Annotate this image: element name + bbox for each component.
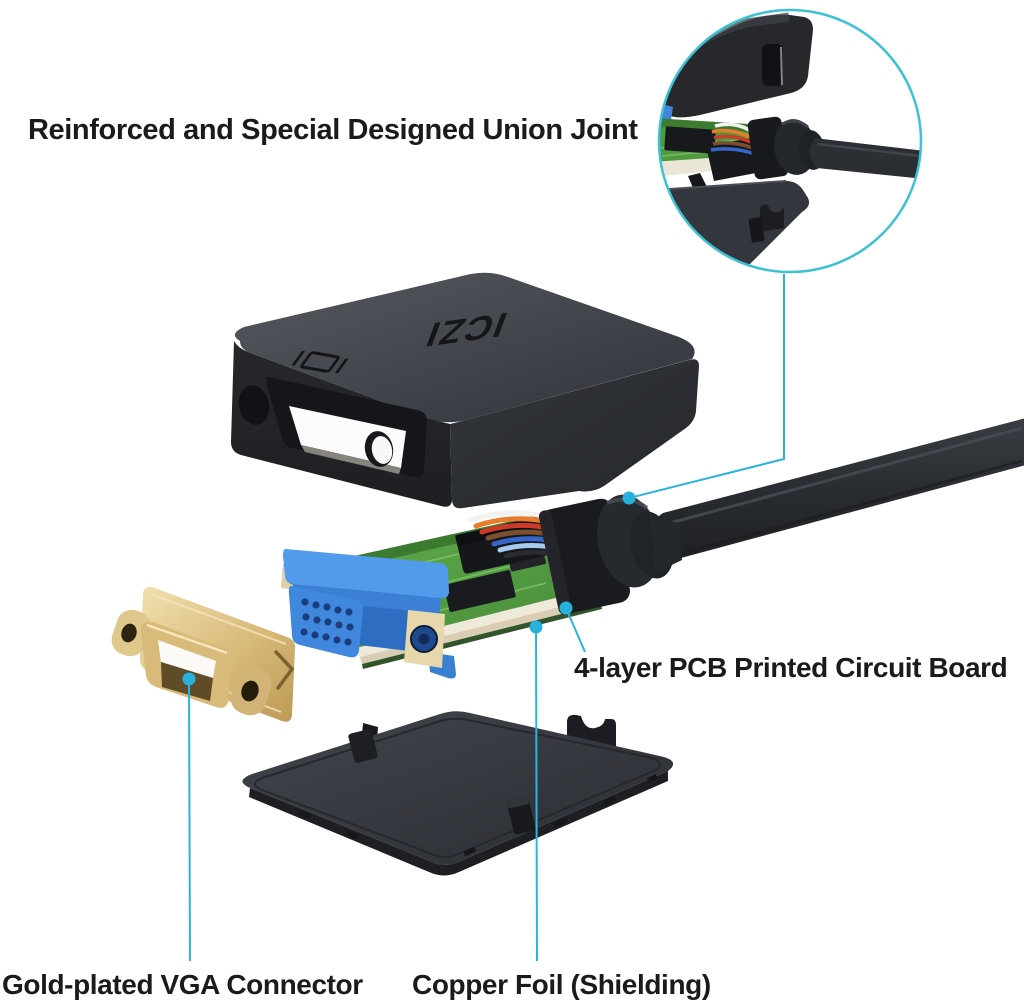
callout-dot-union-joint	[622, 491, 636, 505]
case-screw-hole-left	[238, 385, 270, 425]
cable	[650, 418, 1024, 562]
callout-dot-gold-connector	[182, 672, 196, 686]
inset-cable	[809, 138, 921, 180]
adapter-top-case: ICZI	[231, 272, 699, 509]
pcb-ic-chip	[443, 570, 516, 612]
inset-ring	[657, 8, 923, 274]
vga-port-icon	[291, 350, 349, 374]
callout-line-pcb	[565, 607, 586, 653]
union-joint-inset-magnifier	[657, 8, 923, 274]
label-union-joint: Reinforced and Special Designed Union Jo…	[28, 114, 638, 146]
callout-dot-pcb	[559, 601, 573, 615]
port-pin-holes	[300, 598, 354, 646]
cover-thickness	[249, 771, 668, 876]
callout-lines	[188, 274, 785, 962]
callout-line-gold-connector	[188, 678, 191, 962]
callout-dots	[182, 491, 636, 686]
inset-cable-notch	[762, 44, 783, 86]
inset-chip	[664, 126, 716, 154]
label-pcb: 4-layer PCB Printed Circuit Board	[574, 652, 1008, 683]
vga-female-port	[281, 548, 456, 679]
gold-opening-light	[158, 640, 216, 678]
callout-line-copper-foil	[535, 626, 538, 962]
union-joint	[538, 494, 682, 615]
label-copper-foil: Copper Foil (Shielding)	[412, 969, 711, 1000]
case-top-face	[234, 272, 695, 423]
bottom-cover	[242, 711, 674, 876]
inset-content	[659, 12, 921, 272]
case-right-face	[450, 359, 699, 509]
label-gold-connector: Gold-plated VGA Connector	[2, 969, 363, 1000]
cover-edge-notches	[298, 774, 658, 857]
gold-vga-connector	[111, 586, 296, 722]
callout-dot-copper-foil	[529, 620, 543, 634]
inset-top-shell	[662, 14, 813, 118]
callout-line-union-joint	[628, 274, 785, 499]
inset-copper-foil	[659, 158, 713, 177]
port-top-plate	[283, 548, 449, 599]
